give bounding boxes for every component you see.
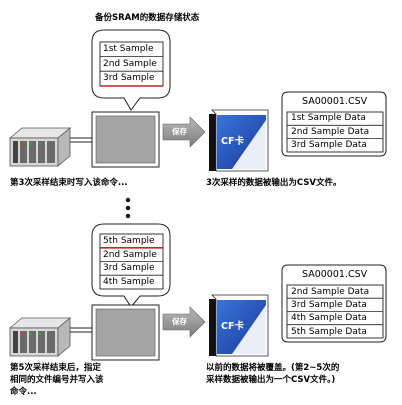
diagram-heading: 备份SRAM的数据存储状态 [95, 13, 200, 23]
sram-row: 1st Sample [103, 44, 154, 54]
left-caption: 第3次采样结束时写入该命令... [10, 178, 128, 188]
display-screen-icon [91, 111, 160, 168]
csv-row: 3rd Sample Data [291, 140, 367, 150]
connector-lines [70, 327, 92, 333]
csv-file-icon [281, 91, 387, 157]
csv-row: 2nd Sample Data [291, 287, 370, 297]
sram-row: 5th Sample [103, 236, 155, 246]
display-screen-icon [91, 304, 160, 361]
left-caption: 第5次采样结束后，指定 [10, 363, 101, 373]
save-label: 保存 [172, 317, 187, 326]
plc-unit-icon [8, 127, 72, 167]
sram-row: 4th Sample [103, 277, 155, 287]
csv-filename: SA00001.CSV [302, 269, 368, 280]
cf-card-label: CF卡 [221, 321, 244, 332]
connector-lines [70, 137, 92, 143]
cf-card-icon [209, 294, 269, 357]
cf-card-label: CF卡 [221, 136, 244, 147]
plc-unit-icon [8, 317, 72, 357]
csv-row: 1st Sample Data [291, 113, 366, 123]
right-caption: 以前的数据将被覆盖。(第2~5次的 [206, 363, 340, 373]
right-caption: 采样数据被输出为一个CSV文件。) [206, 375, 336, 385]
csv-row: 4th Sample Data [291, 313, 367, 323]
sram-row: 3rd Sample [103, 73, 155, 83]
sram-row: 3rd Sample [103, 263, 155, 273]
cf-card-icon [209, 109, 269, 172]
csv-row: 2nd Sample Data [291, 127, 370, 137]
sram-list [99, 233, 164, 290]
left-caption: 相同的文件编号并写入该 [10, 375, 104, 385]
csv-row: 3rd Sample Data [291, 300, 367, 310]
left-caption: 命令... [10, 387, 37, 397]
csv-file-icon [281, 264, 387, 343]
csv-row: 5th Sample Data [291, 327, 367, 337]
sram-row: 2nd Sample [103, 250, 157, 260]
right-caption: 3次采样的数据被输出为CSV文件。 [206, 178, 342, 188]
save-label: 保存 [172, 127, 187, 136]
csv-filename: SA00001.CSV [302, 96, 368, 107]
continuation-dots [125, 197, 131, 219]
save-arrow-icon [162, 116, 206, 148]
sram-list [99, 41, 164, 87]
save-arrow-icon [162, 306, 206, 338]
sram-row: 2nd Sample [103, 59, 157, 69]
